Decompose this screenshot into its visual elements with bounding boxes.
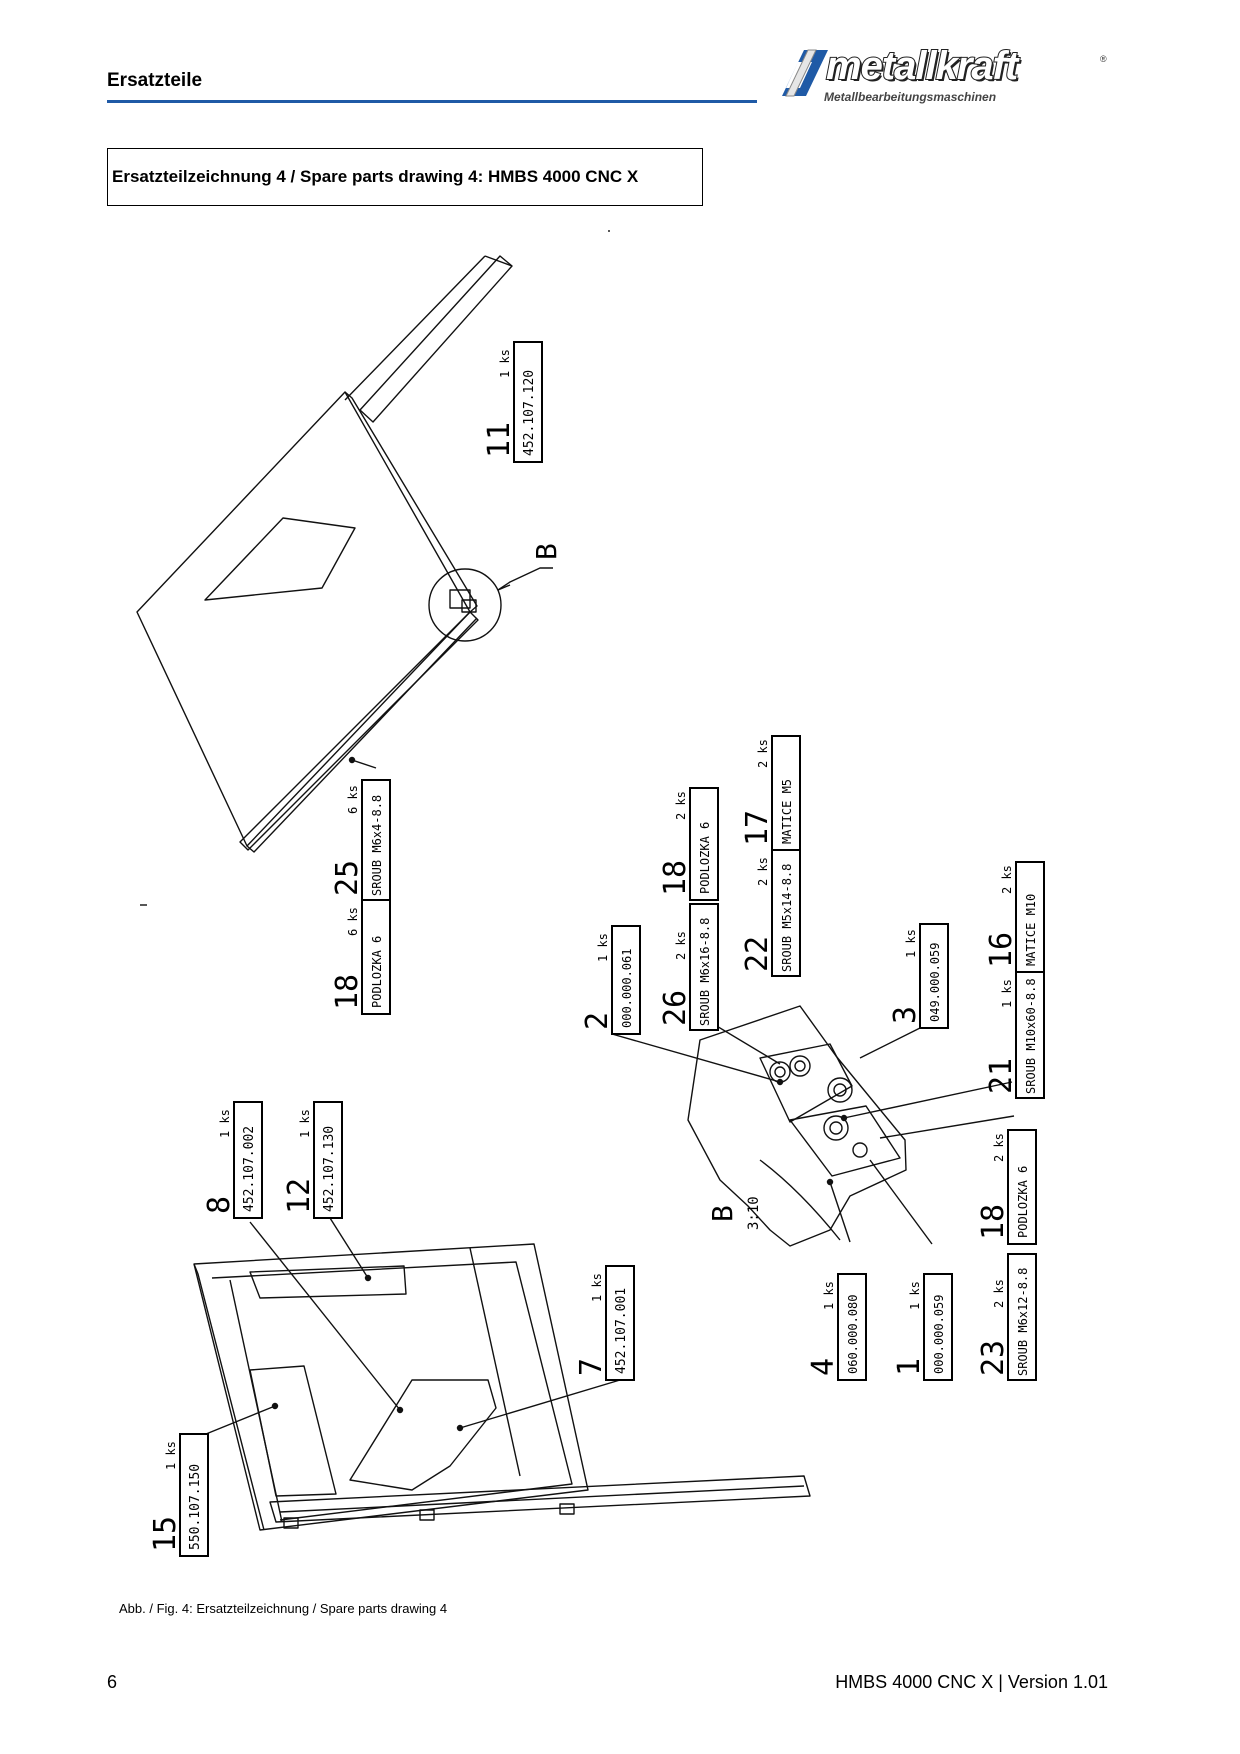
callout-11-qty: 1 ks bbox=[498, 349, 512, 378]
callout-25: SROUB M6x4-8.8 25 6 ks bbox=[330, 779, 391, 901]
detail-b-view bbox=[611, 1005, 1015, 1247]
callout-25-qty: 6 ks bbox=[346, 785, 360, 814]
callout-15-num: 15 bbox=[148, 1516, 183, 1552]
callout-8: 452.107.002 8 1 ks bbox=[202, 1101, 263, 1219]
callout-23: SROUB M6x12-8.8 23 2 ks bbox=[976, 1253, 1037, 1381]
callout-8-num: 8 bbox=[202, 1196, 237, 1214]
callout-17-desc: MATICE M5 bbox=[780, 779, 794, 844]
callout-17-qty: 2 ks bbox=[756, 739, 770, 768]
callout-25-num: 25 bbox=[330, 860, 365, 896]
callout-22-desc: SROUB M5x14-8.8 bbox=[780, 864, 794, 972]
callout-4-num: 4 bbox=[806, 1358, 841, 1376]
cover-plate-assembly bbox=[136, 255, 553, 853]
callout-22: SROUB M5x14-8.8 22 2 ks bbox=[740, 849, 801, 977]
callout-3-num: 3 bbox=[888, 1006, 923, 1024]
detail-label: B 3:10 B bbox=[530, 543, 762, 1230]
callout-18a-num: 18 bbox=[330, 974, 365, 1010]
callout-21-desc: SROUB M10x60-8.8 bbox=[1024, 978, 1038, 1094]
callout-18c-desc: PODLOZKA 6 bbox=[1016, 1166, 1030, 1238]
callout-18a: PODLOZKA 6 18 6 ks bbox=[330, 899, 391, 1015]
callout-12-num: 12 bbox=[282, 1178, 317, 1214]
callout-18b-num: 18 bbox=[658, 860, 693, 896]
callout-18b-desc: PODLOZKA 6 bbox=[698, 822, 712, 894]
callout-23-qty: 2 ks bbox=[992, 1279, 1006, 1308]
callout-17: MATICE M5 17 2 ks bbox=[740, 735, 801, 851]
callout-4-desc: 060.000.080 bbox=[846, 1295, 860, 1374]
callout-1-num: 1 bbox=[892, 1358, 927, 1376]
callout-16: MATICE M10 16 2 ks bbox=[984, 861, 1045, 973]
detail-letter: B bbox=[706, 1205, 739, 1222]
drawing-title: Ersatzteilzeichnung 4 / Spare parts draw… bbox=[112, 167, 639, 186]
callout-16-qty: 2 ks bbox=[1000, 865, 1014, 894]
callout-2-desc: 000.000.061 bbox=[620, 949, 634, 1028]
brand-logo: metallkraft ® Metallbearbeitungsmaschine… bbox=[782, 43, 1112, 108]
callout-26-qty: 2 ks bbox=[674, 931, 688, 960]
callout-2-num: 2 bbox=[580, 1012, 615, 1030]
figure-caption: Abb. / Fig. 4: Ersatzteilzeichnung / Spa… bbox=[119, 1601, 448, 1616]
logo-tagline: Metallbearbeitungsmaschinen bbox=[824, 90, 997, 104]
callout-8-qty: 1 ks bbox=[218, 1109, 232, 1138]
callout-22-num: 22 bbox=[740, 936, 775, 972]
callout-18c: PODLOZKA 6 18 2 ks bbox=[976, 1129, 1037, 1245]
detail-letter-upper: B bbox=[530, 543, 563, 560]
callout-18a-desc: PODLOZKA 6 bbox=[370, 936, 384, 1008]
callout-12: 452.107.130 12 1 ks bbox=[282, 1101, 343, 1219]
callout-21-num: 21 bbox=[984, 1058, 1019, 1094]
callout-1-qty: 1 ks bbox=[908, 1281, 922, 1310]
callout-7-num: 7 bbox=[574, 1358, 609, 1376]
drawing-title-box: Ersatzteilzeichnung 4 / Spare parts draw… bbox=[107, 148, 703, 206]
callout-11-num: 11 bbox=[482, 422, 517, 458]
page-number: 6 bbox=[107, 1672, 118, 1692]
callout-16-num: 16 bbox=[984, 932, 1019, 968]
callout-16-desc: MATICE M10 bbox=[1024, 894, 1038, 966]
callout-22-qty: 2 ks bbox=[756, 857, 770, 886]
callout-15-qty: 1 ks bbox=[164, 1441, 178, 1470]
callout-4-qty: 1 ks bbox=[822, 1281, 836, 1310]
callout-1-desc: 000.000.059 bbox=[932, 1295, 946, 1374]
callout-21-qty: 1 ks bbox=[1000, 979, 1014, 1008]
callout-23-desc: SROUB M6x12-8.8 bbox=[1016, 1268, 1030, 1376]
callout-1: 000.000.059 1 1 ks bbox=[892, 1273, 953, 1381]
callout-17-num: 17 bbox=[740, 810, 775, 846]
callout-11-desc: 452.107.120 bbox=[522, 370, 537, 456]
logo-wordmark: metallkraft bbox=[825, 43, 1019, 89]
callout-2-qty: 1 ks bbox=[596, 933, 610, 962]
callout-7: 452.107.001 7 1 ks bbox=[574, 1265, 635, 1381]
callout-11: 452.107.120 11 1 ks bbox=[482, 341, 543, 463]
callout-25-desc: SROUB M6x4-8.8 bbox=[370, 795, 384, 896]
callout-12-qty: 1 ks bbox=[298, 1109, 312, 1138]
section-title: Ersatzteile bbox=[107, 70, 203, 91]
callout-7-desc: 452.107.001 bbox=[614, 1288, 629, 1374]
callout-15-desc: 550.107.150 bbox=[188, 1464, 203, 1550]
callout-15: 550.107.150 15 1 ks bbox=[148, 1433, 209, 1557]
callout-26-desc: SROUB M6x16-8.8 bbox=[698, 918, 712, 1026]
callout-18b-qty: 2 ks bbox=[674, 791, 688, 820]
callout-4: 060.000.080 4 1 ks bbox=[806, 1273, 867, 1381]
detail-scale: 3:10 bbox=[746, 1196, 762, 1230]
callout-8-desc: 452.107.002 bbox=[242, 1126, 257, 1212]
callout-12-desc: 452.107.130 bbox=[322, 1126, 337, 1212]
callout-23-num: 23 bbox=[976, 1340, 1011, 1376]
frame-assembly bbox=[193, 1217, 811, 1531]
callout-26: SROUB M6x16-8.8 26 2 ks bbox=[658, 903, 719, 1031]
callout-18a-qty: 6 ks bbox=[346, 907, 360, 936]
header-rule bbox=[107, 100, 757, 103]
callout-3-qty: 1 ks bbox=[904, 929, 918, 958]
slash-logo-icon bbox=[782, 49, 828, 97]
callout-18b: PODLOZKA 6 18 2 ks bbox=[658, 787, 719, 901]
document-version: HMBS 4000 CNC X | Version 1.01 bbox=[835, 1672, 1108, 1692]
callout-21: SROUB M10x60-8.8 21 1 ks bbox=[984, 971, 1045, 1099]
callout-3-desc: 049.000.059 bbox=[928, 943, 942, 1022]
callout-2: 000.000.061 2 1 ks bbox=[580, 925, 641, 1035]
callout-3: 049.000.059 3 1 ks bbox=[888, 923, 949, 1029]
callout-18c-num: 18 bbox=[976, 1204, 1011, 1240]
logo-registered-mark: ® bbox=[1100, 54, 1107, 64]
callout-7-qty: 1 ks bbox=[590, 1273, 604, 1302]
callout-26-num: 26 bbox=[658, 990, 693, 1026]
callout-18c-qty: 2 ks bbox=[992, 1133, 1006, 1162]
